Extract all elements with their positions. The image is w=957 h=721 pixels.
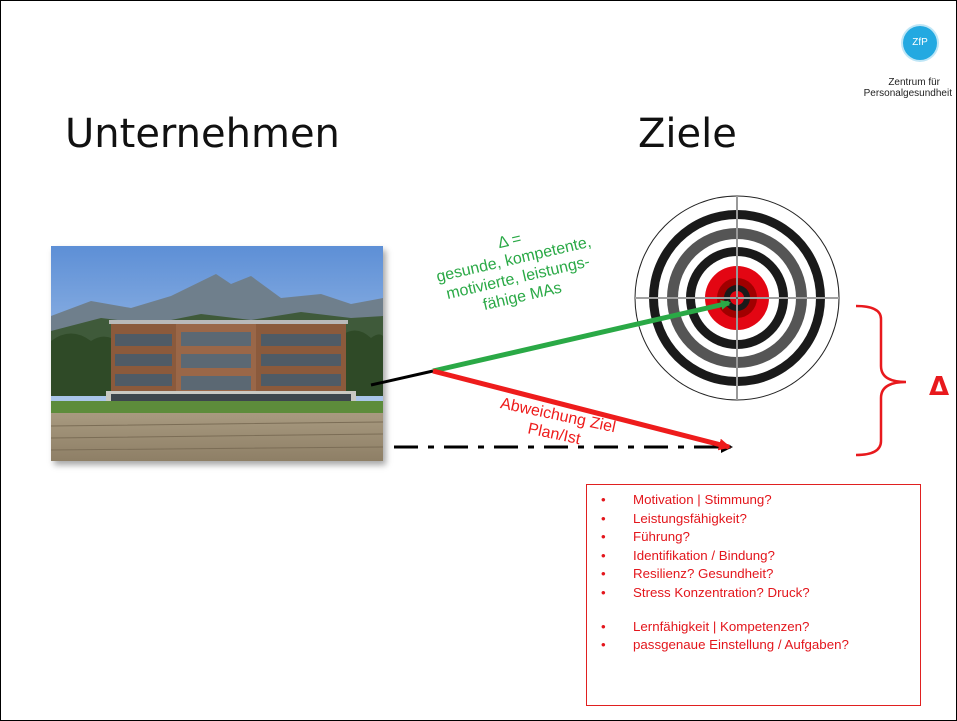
connector-line bbox=[370, 369, 434, 387]
bullet-icon: • bbox=[601, 566, 606, 582]
company-building-photo bbox=[51, 246, 383, 461]
zfp-logo-icon: ZfP bbox=[903, 26, 937, 60]
question-text: Motivation | Stimmung? bbox=[633, 492, 772, 507]
question-text: Resilienz? Gesundheit? bbox=[633, 566, 774, 582]
logo-text-line2: Personalgesundheit bbox=[863, 88, 952, 99]
question-text: passgenaue Einstellung / Aufgaben? bbox=[633, 637, 849, 653]
question-item: • Leistungsfähigkeit? bbox=[601, 510, 920, 529]
question-text: Identifikation / Bindung? bbox=[633, 547, 775, 563]
delta-symbol: Δ bbox=[929, 372, 950, 402]
bullet-icon: • bbox=[601, 510, 606, 526]
bullet-icon: • bbox=[601, 492, 606, 507]
question-text: Lernfähigkeit | Kompetenzen? bbox=[633, 618, 810, 634]
question-item: • passgenaue Einstellung / Aufgaben? bbox=[601, 636, 920, 655]
question-item: • Führung? bbox=[601, 528, 920, 547]
question-item: • Resilienz? Gesundheit? bbox=[601, 565, 920, 584]
logo-text-line1: Zentrum für bbox=[888, 77, 940, 88]
bullet-icon: • bbox=[601, 584, 606, 600]
question-item: • Motivation | Stimmung? bbox=[601, 491, 920, 510]
target-icon bbox=[634, 195, 840, 401]
heading-unternehmen: Unternehmen bbox=[65, 111, 340, 157]
heading-ziele: Ziele bbox=[638, 111, 737, 157]
red-arrow bbox=[432, 368, 731, 451]
bullet-icon: • bbox=[601, 618, 606, 634]
green-arrow bbox=[432, 299, 731, 374]
question-item: • Identifikation / Bindung? bbox=[601, 547, 920, 566]
bullet-icon: • bbox=[601, 547, 606, 563]
question-text: Leistungsfähigkeit? bbox=[633, 510, 747, 526]
question-text: Stress Konzentration? Druck? bbox=[633, 584, 810, 600]
bullet-icon: • bbox=[601, 529, 606, 545]
question-item: • Lernfähigkeit | Kompetenzen? bbox=[601, 618, 920, 637]
questions-box: • Motivation | Stimmung? • Leistungsfähigk… bbox=[586, 484, 921, 706]
question-spacer bbox=[601, 603, 920, 618]
question-text: Führung? bbox=[633, 529, 690, 545]
question-item: • Stress Konzentration? Druck? bbox=[601, 584, 920, 603]
questions-list: • Motivation | Stimmung? • Leistungsfähigk… bbox=[587, 485, 920, 655]
right-brace bbox=[855, 304, 907, 457]
bullet-icon: • bbox=[601, 637, 606, 653]
